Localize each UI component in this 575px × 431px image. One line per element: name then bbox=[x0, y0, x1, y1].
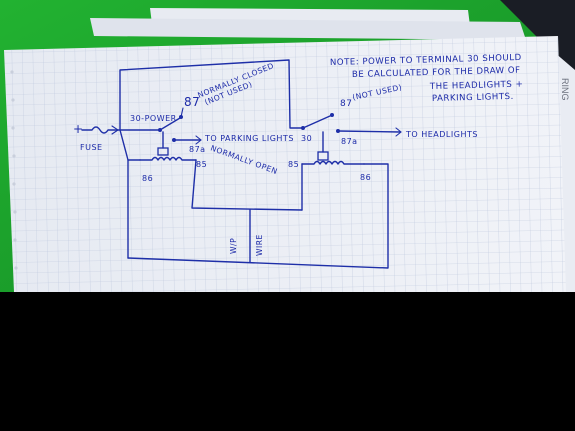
right-86-label: 86 bbox=[360, 173, 371, 182]
fuse-label: FUSE bbox=[80, 143, 103, 152]
ground-wire-labels: W/P WIRE bbox=[229, 234, 264, 256]
left-relay bbox=[127, 107, 303, 211]
input-line bbox=[81, 126, 159, 134]
wiring-diagram bbox=[81, 59, 402, 269]
graph-paper-grid bbox=[4, 36, 566, 292]
plus-sign: + bbox=[73, 122, 84, 136]
corner-print: RING bbox=[560, 78, 570, 101]
note-line-3: THE HEADLIGHTS + bbox=[429, 80, 524, 92]
note-line-4: PARKING LIGHTS. bbox=[432, 92, 514, 104]
left-86-label: 86 bbox=[142, 174, 153, 183]
left-30-label: 30-POWER bbox=[130, 114, 177, 123]
right-output-label: TO HEADLIGHTS bbox=[405, 130, 478, 139]
left-coil bbox=[139, 156, 197, 161]
input-labels: + FUSE bbox=[73, 122, 103, 152]
binding-holes bbox=[10, 70, 18, 270]
right-85-label: 85 bbox=[288, 160, 299, 169]
left-85-label: 85 bbox=[196, 160, 207, 169]
ground-label-1: W/P bbox=[229, 238, 238, 254]
note-line-2: BE CALCULATED FOR THE DRAW OF bbox=[352, 66, 521, 80]
right-30-label: 30 bbox=[301, 134, 312, 143]
input-arrow bbox=[111, 125, 119, 135]
right-relay bbox=[301, 113, 402, 211]
left-87-label: 87 bbox=[184, 95, 200, 109]
left-87a-label: 87a bbox=[189, 145, 206, 154]
bottom-return-wire bbox=[127, 163, 389, 269]
ground-label-2: WIRE bbox=[255, 234, 264, 256]
left-output-label: TO PARKING LIGHTS bbox=[204, 134, 294, 143]
top-power-rail bbox=[119, 59, 303, 131]
right-87a-label: 87a bbox=[341, 137, 358, 146]
back-sheet-2 bbox=[90, 18, 526, 40]
right-coil bbox=[301, 160, 365, 165]
right-87-label: 87 bbox=[340, 99, 352, 109]
